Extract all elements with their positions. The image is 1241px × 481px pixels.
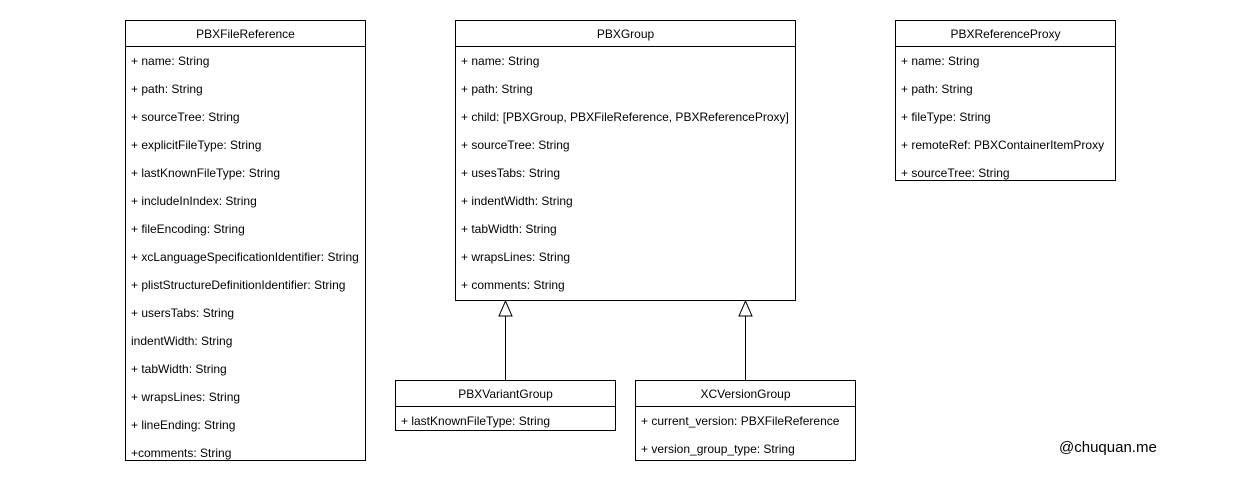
attribute: + fileEncoding: String [131,222,245,236]
class-attributes: + name: String + path: String + child: [… [456,47,795,299]
attribute: + wrapsLines: String [461,250,571,264]
attribute: + sourceTree: String [901,166,1010,180]
attribute: + lastKnownFileType: String [401,414,551,428]
attribute: + fileType: String [901,110,991,124]
attribute: + name: String [131,54,210,68]
attribute: + comments: String [461,278,565,292]
inheritance-arrow-xcversiongroup [738,299,753,380]
attribute: + sourceTree: String [461,138,570,152]
attribute: indentWidth: String [131,334,233,348]
class-title: PBXGroup [456,21,795,47]
attribute: + usesTabs: String [461,166,561,180]
class-title: PBXVariantGroup [396,381,615,407]
attribute: + path: String [461,82,533,96]
class-attributes: + lastKnownFileType: String [396,407,615,435]
attribute: + tabWidth: String [131,362,227,376]
class-attributes: + current_version: PBXFileReference + ve… [636,407,855,463]
attribute: + current_version: PBXFileReference [641,414,840,428]
attribute: + name: String [901,54,980,68]
attribute: + indentWidth: String [461,194,573,208]
class-pbxvariantgroup: PBXVariantGroup + lastKnownFileType: Str… [395,380,616,431]
attribute: + path: String [131,82,203,96]
class-title: PBXReferenceProxy [896,21,1115,47]
class-attributes: + name: String + path: String + sourceTr… [126,47,365,467]
class-pbxreferenceproxy: PBXReferenceProxy + name: String + path:… [895,20,1116,181]
attribute: + path: String [901,82,973,96]
class-title: PBXFileReference [126,21,365,47]
attribute: + wrapsLines: String [131,390,241,404]
attribute: + child: [PBXGroup, PBXFileReference, PB… [461,110,789,124]
attribute: + plistStructureDefinitionIdentifier: St… [131,278,346,292]
class-pbxgroup: PBXGroup + name: String + path: String +… [455,20,796,301]
class-xcversiongroup: XCVersionGroup + current_version: PBXFil… [635,380,856,461]
attribute: + version_group_type: String [641,442,795,456]
attribute: + remoteRef: PBXContainerItemProxy [901,138,1105,152]
attribute: + includeInIndex: String [131,194,257,208]
attribute: + tabWidth: String [461,222,557,236]
attribute: + sourceTree: String [131,110,240,124]
attribute: +comments: String [131,446,232,460]
attribute: + lastKnownFileType: String [131,166,281,180]
attribute: + name: String [461,54,540,68]
attribute: + explicitFileType: String [131,138,262,152]
class-attributes: + name: String + path: String + fileType… [896,47,1115,187]
class-pbxfilereference: PBXFileReference + name: String + path: … [125,20,366,461]
class-title: XCVersionGroup [636,381,855,407]
inheritance-arrow-pbxvariantgroup [498,299,513,380]
attribute: + usersTabs: String [131,306,235,320]
attribute: + xcLanguageSpecificationIdentifier: Str… [131,250,359,264]
attribute: + lineEnding: String [131,418,236,432]
watermark: @chuquan.me [1059,439,1157,456]
